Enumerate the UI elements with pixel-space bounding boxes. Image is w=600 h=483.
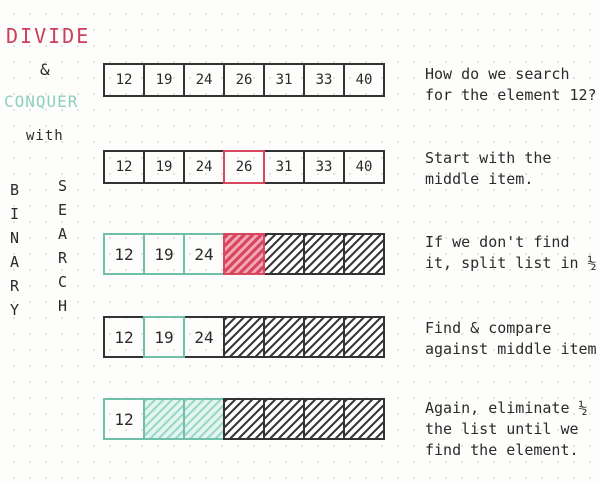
array-cell-eliminated	[343, 316, 385, 358]
array-cell: 26	[223, 63, 265, 97]
letter: A	[10, 253, 20, 271]
array-cell: 33	[303, 150, 345, 184]
array-row-2: 12 19 24 26 31 33 40	[103, 150, 385, 184]
array-cell-eliminated	[343, 398, 385, 440]
array-cell-kept: 24	[183, 233, 225, 275]
array-cell: 24	[183, 316, 225, 358]
array-cell: 12	[103, 316, 145, 358]
array-cell: 12	[103, 150, 145, 184]
array-cell-eliminated	[263, 398, 305, 440]
array-cell: 31	[263, 63, 305, 97]
array-cell: 24	[183, 63, 225, 97]
array-cell-eliminated	[303, 316, 345, 358]
letter: A	[58, 225, 68, 243]
array-cell-eliminated	[263, 233, 305, 275]
array-cell: 12	[103, 63, 145, 97]
step-note-1: How do we search for the element 12?	[425, 65, 597, 104]
letter: S	[58, 177, 68, 195]
array-row-3: 12 19 24	[103, 233, 385, 275]
array-cell-kept: 19	[143, 233, 185, 275]
vertical-label-search: S E A R C H	[58, 174, 67, 318]
array-cell-kept: 12	[103, 233, 145, 275]
array-cell-eliminated	[223, 398, 265, 440]
letter: B	[10, 181, 20, 199]
array-cell-middle-highlight: 19	[143, 316, 185, 358]
letter: I	[10, 205, 20, 223]
letter: E	[58, 201, 68, 219]
letter: C	[58, 273, 68, 291]
array-row-4: 12 19 24	[103, 316, 385, 358]
array-cell-eliminated-green	[143, 398, 185, 440]
letter: R	[10, 277, 20, 295]
array-cell-eliminated	[303, 233, 345, 275]
vertical-label-binary: B I N A R Y	[10, 178, 19, 322]
array-cell: 19	[143, 63, 185, 97]
letter: Y	[10, 301, 20, 319]
array-cell-middle-highlight: 26	[223, 150, 265, 184]
array-row-1: 12 19 24 26 31 33 40	[103, 63, 385, 97]
array-cell-eliminated-green	[183, 398, 225, 440]
letter: N	[10, 229, 20, 247]
array-row-5: 12	[103, 398, 385, 440]
array-cell-eliminated	[343, 233, 385, 275]
letter: R	[58, 249, 68, 267]
step-note-4: Find & compare against middle item.	[425, 319, 600, 358]
title-ampersand: &	[40, 60, 51, 79]
letter: H	[58, 297, 68, 315]
array-cell-eliminated-middle	[223, 233, 265, 275]
array-cell-eliminated	[303, 398, 345, 440]
step-note-3: If we don't find it, split list in ½.	[425, 233, 600, 272]
step-note-2: Start with the middle item.	[425, 149, 552, 188]
array-cell: 31	[263, 150, 305, 184]
array-cell: 40	[343, 150, 385, 184]
title-conquer: CONQUER	[4, 92, 79, 111]
step-note-5: Again, eliminate ½ the list until we fin…	[425, 399, 588, 459]
array-cell-found: 12	[103, 398, 145, 440]
array-cell-eliminated	[263, 316, 305, 358]
array-cell: 24	[183, 150, 225, 184]
array-cell: 40	[343, 63, 385, 97]
array-cell: 33	[303, 63, 345, 97]
title-with: with	[26, 128, 64, 144]
array-cell: 19	[143, 150, 185, 184]
array-cell-eliminated	[223, 316, 265, 358]
title-divide: DIVIDE	[6, 24, 91, 48]
